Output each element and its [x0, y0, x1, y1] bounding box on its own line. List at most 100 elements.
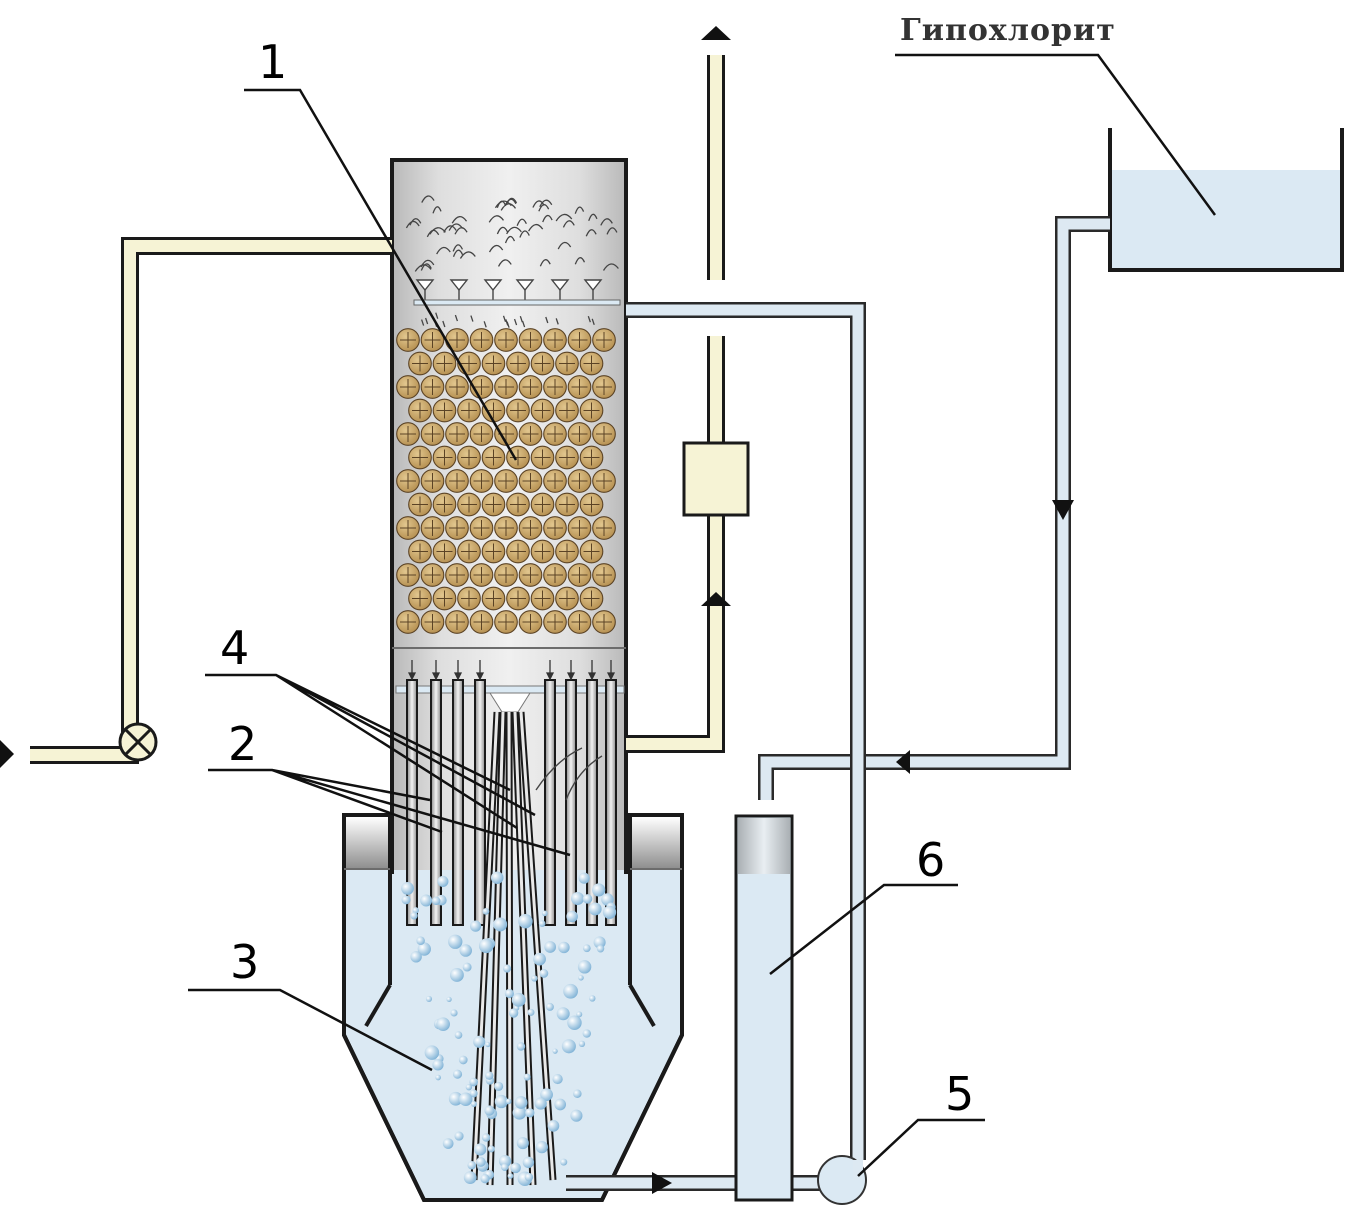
bubble: [544, 941, 557, 953]
bubble: [554, 1098, 567, 1111]
packing-ball: [494, 375, 518, 399]
bubble: [593, 936, 606, 949]
packing-ball: [543, 422, 567, 446]
packing-ball: [396, 375, 420, 399]
bubble: [458, 1055, 468, 1065]
packing-ball: [420, 328, 445, 352]
packing-ball: [592, 516, 616, 540]
packing-ball: [579, 398, 604, 423]
packing-ball: [457, 445, 481, 470]
packing-ball: [543, 469, 567, 493]
bubble: [582, 894, 593, 904]
packing-ball: [494, 610, 518, 634]
packing-ball: [408, 586, 432, 611]
packing-ball: [445, 375, 469, 399]
hypochlorite-tank: [1108, 128, 1344, 272]
packing-ball: [432, 398, 457, 423]
packing-ball: [543, 375, 567, 399]
packing-ball: [481, 351, 506, 376]
spray-nozzle: [583, 279, 603, 300]
gas-valve[interactable]: [118, 722, 158, 762]
packing-ball: [579, 586, 604, 611]
bubble: [432, 1059, 444, 1071]
bubble: [578, 872, 590, 884]
bubble: [485, 1071, 494, 1080]
spray-nozzle: [483, 279, 503, 300]
packing-ball: [396, 469, 420, 493]
circulation-pump: [817, 1155, 867, 1205]
bubble: [576, 1011, 583, 1018]
packing-ball: [592, 469, 616, 493]
bubble: [516, 1137, 529, 1150]
packing-ball: [494, 469, 518, 493]
bubble: [452, 1069, 463, 1079]
bubble: [507, 1173, 514, 1179]
bubble: [545, 1002, 554, 1011]
packing-ball: [518, 375, 543, 399]
packing-ball: [543, 610, 567, 634]
packing-ball: [396, 610, 420, 634]
packing-ball: [567, 610, 592, 634]
bubble: [518, 913, 533, 929]
bubble: [527, 1008, 535, 1016]
bubble: [448, 934, 463, 949]
bubble: [462, 962, 472, 972]
packing-ball: [408, 351, 432, 376]
bubble: [424, 1045, 440, 1060]
bubble: [425, 995, 433, 1002]
packing-ball: [481, 398, 506, 423]
bubble: [558, 941, 570, 954]
packing-ball: [469, 328, 494, 352]
bubble: [531, 975, 538, 982]
gas-outlet-pipe: [626, 26, 750, 753]
bubble: [420, 894, 433, 907]
packing-ball: [518, 563, 543, 587]
bubble: [578, 1040, 586, 1048]
gas-tube: [565, 679, 577, 926]
bubble: [469, 1077, 478, 1087]
packing-ball: [457, 539, 481, 564]
bubble: [480, 1174, 490, 1184]
bubble: [570, 892, 585, 906]
packing-ball: [408, 445, 432, 470]
bubble: [510, 1162, 521, 1174]
packing-ball: [543, 563, 567, 587]
bubble: [435, 1074, 441, 1081]
bubble: [494, 1094, 509, 1109]
bubble: [504, 988, 514, 999]
bubble: [602, 905, 617, 919]
packing-ball: [506, 398, 530, 423]
packing-ball: [506, 539, 530, 564]
packing-ball: [567, 422, 592, 446]
packing-ball: [420, 610, 445, 634]
bubble: [503, 964, 512, 973]
packing-ball: [555, 539, 579, 564]
spray-nozzles: [415, 279, 603, 300]
packing-ball: [555, 492, 579, 517]
bubble: [589, 995, 596, 1002]
gas-tube: [544, 679, 556, 926]
packing-ball: [432, 586, 457, 611]
packing-ball: [518, 469, 543, 493]
packing-ball: [469, 422, 494, 446]
bubble: [410, 912, 418, 920]
bubble: [508, 1008, 519, 1018]
bubble: [573, 1089, 582, 1098]
bubble: [512, 1105, 527, 1120]
bubble: [538, 920, 546, 927]
spray-nozzle: [515, 279, 535, 300]
packing-ball: [494, 516, 518, 540]
leader-lines: [188, 53, 1217, 1177]
gas-tube: [605, 679, 617, 926]
packing-ball: [420, 469, 445, 493]
packing-ball: [555, 351, 579, 376]
gas-tube: [430, 679, 442, 926]
bubble: [592, 883, 606, 897]
packing-ball: [555, 586, 579, 611]
packing-ball: [445, 422, 469, 446]
packing-ball: [530, 586, 555, 611]
packing-ball: [469, 516, 494, 540]
bubble: [505, 1098, 512, 1105]
packing-ball: [481, 586, 506, 611]
packing-ball: [530, 351, 555, 376]
